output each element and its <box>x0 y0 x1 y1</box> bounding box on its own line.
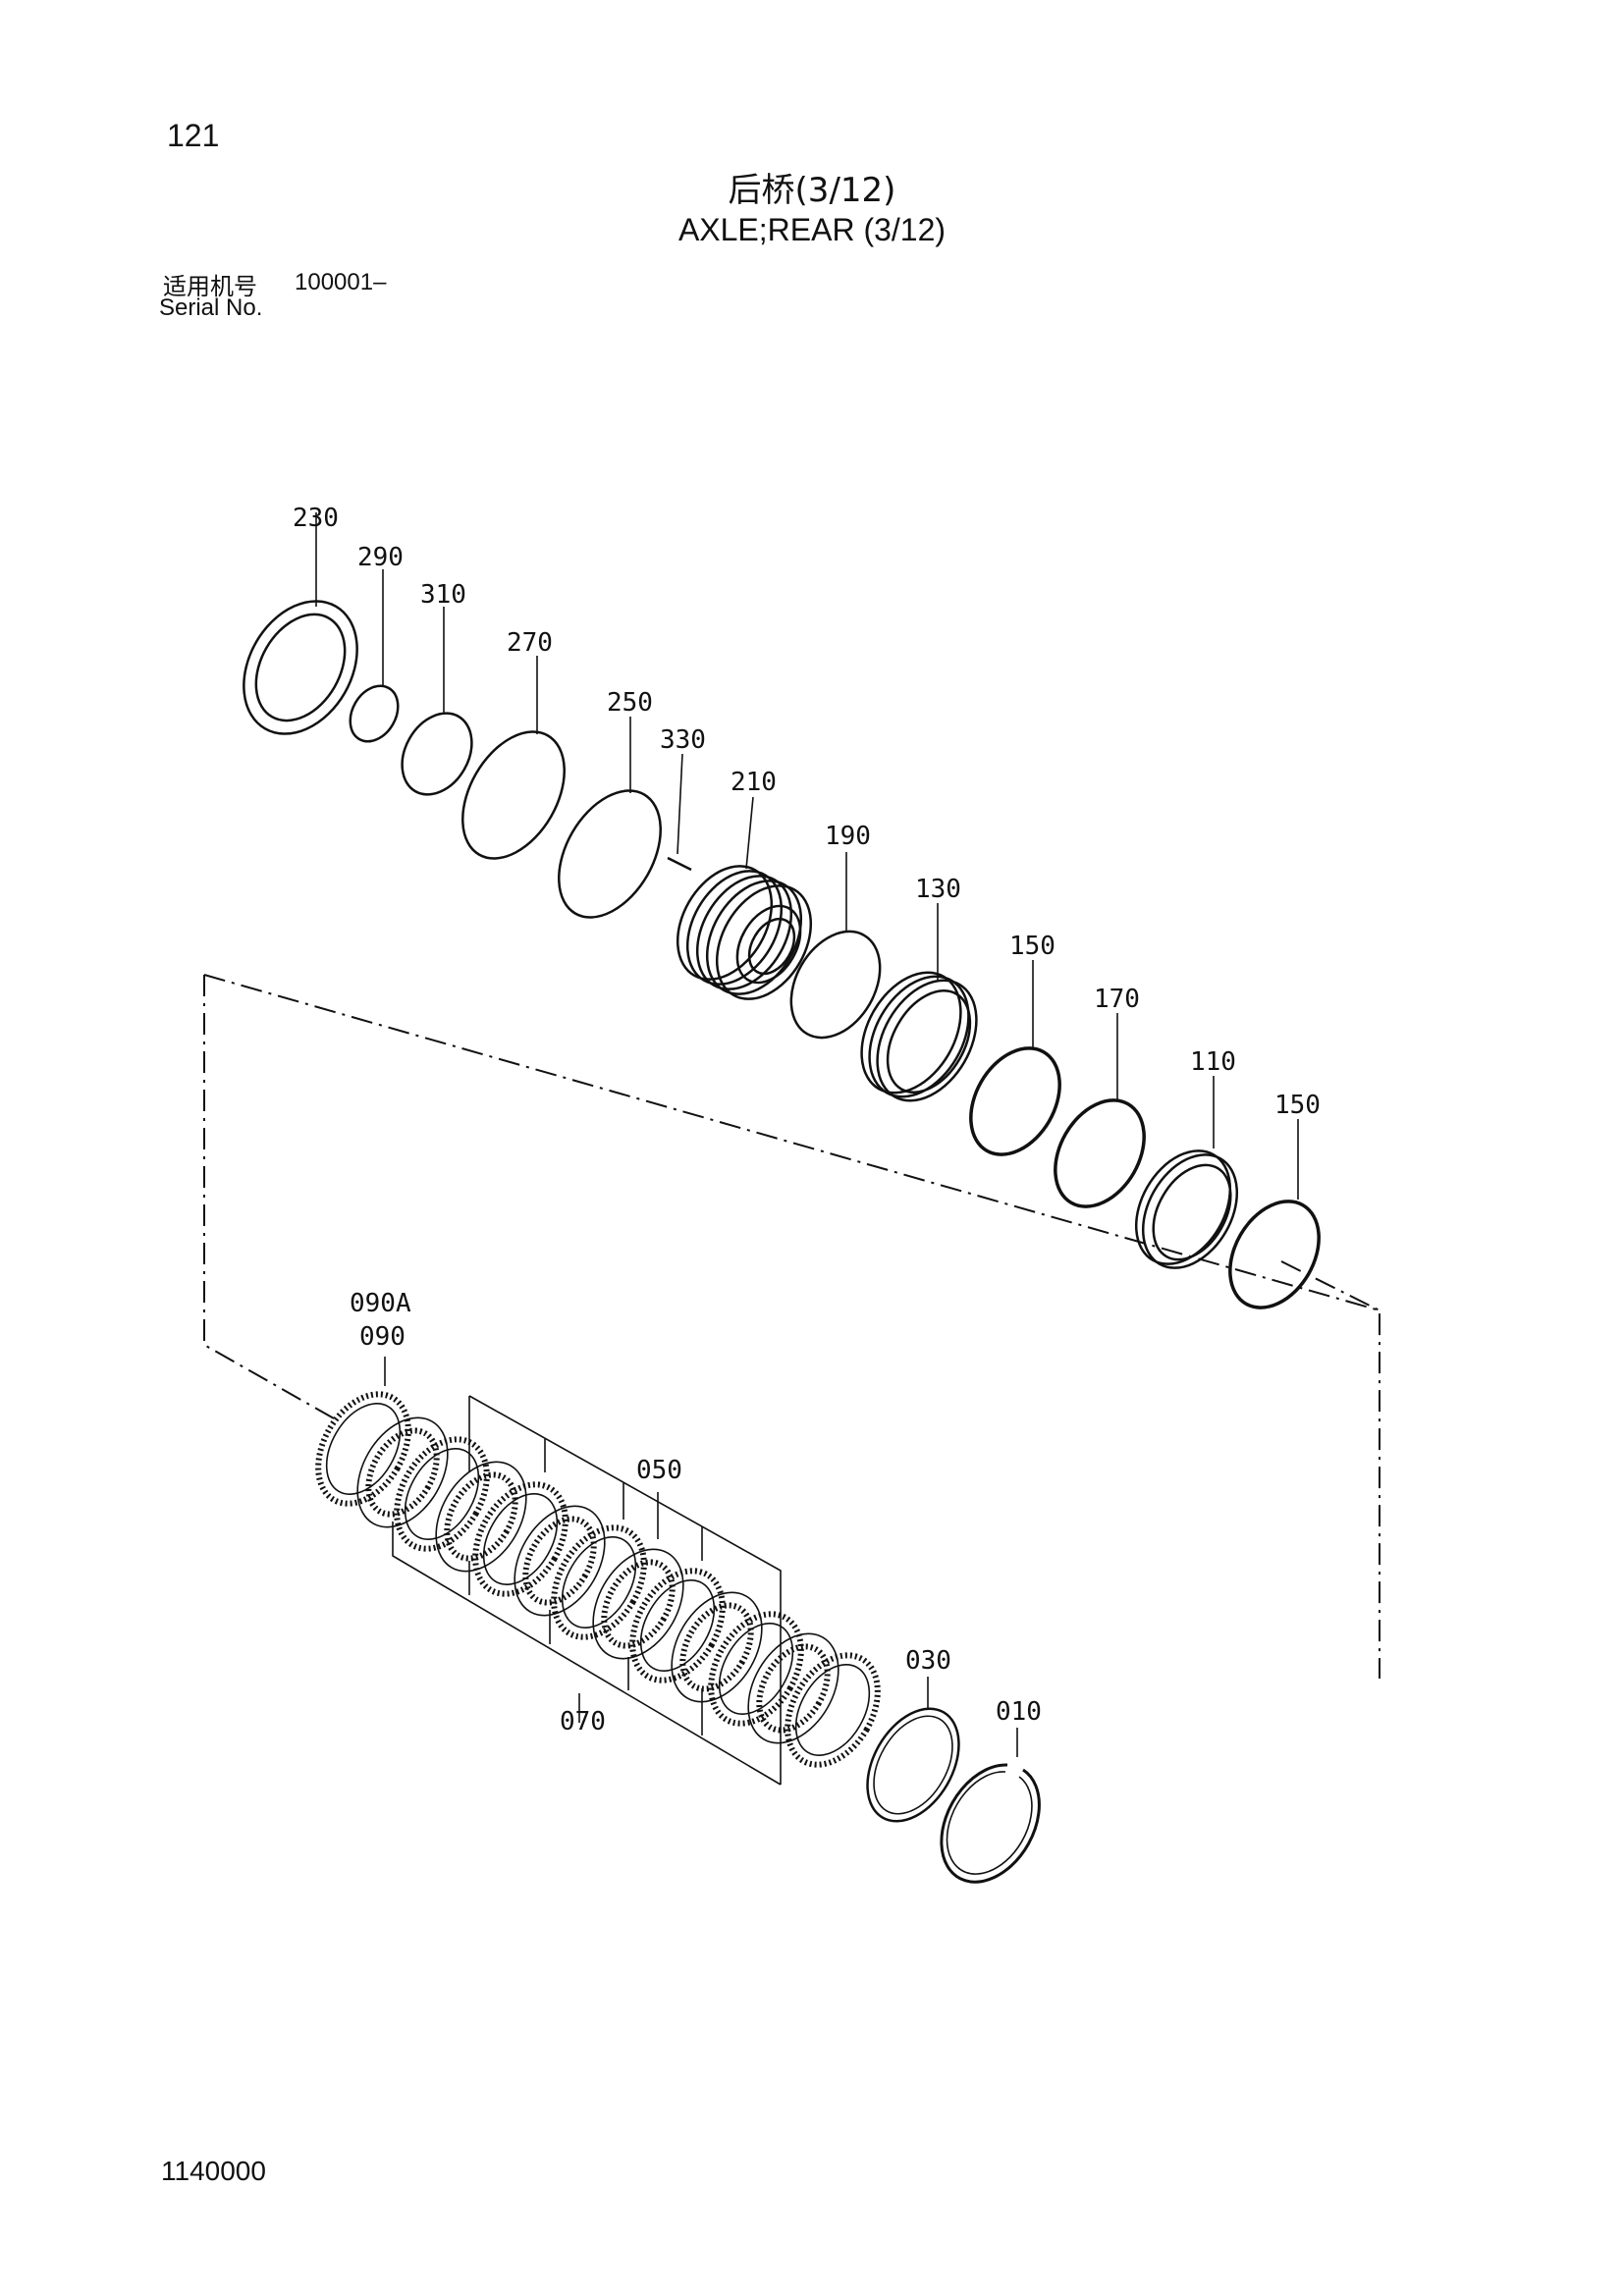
part-230-plate: 230 <box>243 504 358 735</box>
part-290-ring: 290 <box>349 543 404 743</box>
label-110: 110 <box>1190 1047 1236 1077</box>
part-330-pin: 330 <box>660 725 706 872</box>
label-050: 050 <box>636 1456 682 1485</box>
serial-label-english: Serial No. <box>159 294 263 321</box>
label-010: 010 <box>996 1697 1042 1727</box>
clutch-disc-stack <box>356 1416 881 1768</box>
label-330: 330 <box>660 725 706 755</box>
part-270-seal-ring: 270 <box>461 628 566 860</box>
part-090-end-plate: 090A 090 <box>315 1289 411 1507</box>
label-230: 230 <box>293 504 339 533</box>
title-english: AXLE;REAR (3/12) <box>677 212 947 247</box>
document-code: 1140000 <box>161 2156 266 2186</box>
label-250: 250 <box>607 688 653 718</box>
serial-label-chinese: 适用机号 <box>163 273 257 300</box>
label-310: 310 <box>420 580 466 610</box>
page-number: 121 <box>167 118 220 153</box>
group-brackets: 050 070 <box>392 1395 782 1786</box>
label-270: 270 <box>507 628 553 658</box>
label-150a: 150 <box>1009 932 1056 961</box>
part-170-o-ring: 170 <box>1054 985 1146 1208</box>
label-070: 070 <box>560 1707 606 1736</box>
label-210: 210 <box>731 768 777 797</box>
label-090: 090 <box>359 1322 406 1352</box>
part-030-plate: 030 <box>866 1646 960 1823</box>
part-110-ring: 110 <box>1134 1047 1239 1269</box>
label-190: 190 <box>825 822 871 851</box>
part-010-snap-ring: 010 <box>940 1697 1042 1884</box>
part-210-piston: 210 <box>676 768 813 1000</box>
part-130-retainer: 130 <box>860 875 978 1102</box>
part-150-o-ring-b: 150 <box>1228 1091 1321 1309</box>
label-130: 130 <box>915 875 961 904</box>
serial-number-value: 100001– <box>295 269 387 295</box>
title-chinese: 后桥(3/12) <box>728 171 896 210</box>
part-150-o-ring-a: 150 <box>969 932 1061 1156</box>
label-170: 170 <box>1094 985 1140 1014</box>
part-190-ring: 190 <box>789 822 882 1040</box>
label-150b: 150 <box>1274 1091 1321 1120</box>
label-290: 290 <box>357 543 404 572</box>
part-310-ring: 310 <box>401 580 473 796</box>
part-250-seal-ring: 250 <box>558 688 662 919</box>
assembly-outline <box>203 974 1380 1679</box>
label-090a: 090A <box>350 1289 411 1318</box>
label-030: 030 <box>905 1646 951 1676</box>
